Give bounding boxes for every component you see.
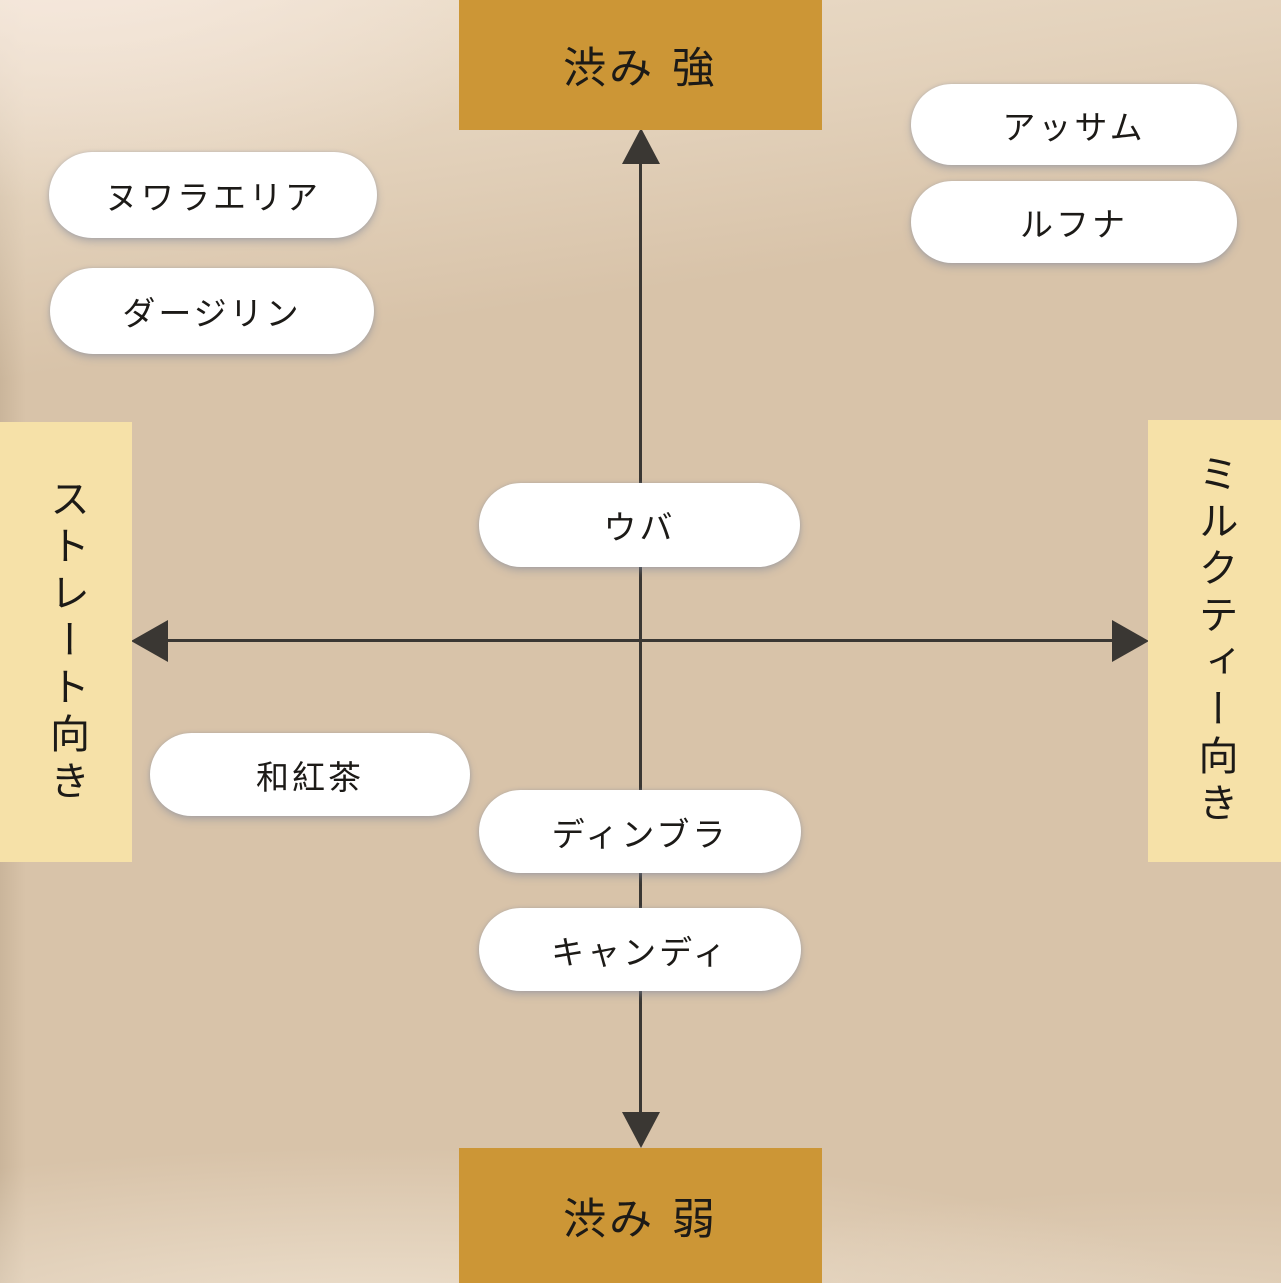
tea-pill-kandy: キャンディ: [479, 908, 801, 991]
tea-pill-dimbula: ディンブラ: [479, 790, 801, 873]
tea-pill-label: 和紅茶: [256, 757, 364, 797]
axis-banner-bottom: 渋み 弱: [459, 1148, 822, 1283]
tea-pill-label: キャンディ: [551, 932, 729, 972]
axis-label-right: ミルクティー向き: [1191, 453, 1238, 829]
axis-label-top: 渋み 強: [563, 44, 718, 94]
axis-label-left: ストレート向き: [43, 477, 89, 807]
tea-pill-label: ルフナ: [1020, 205, 1128, 244]
tea-pill-darjeeling: ダージリン: [50, 268, 374, 354]
tea-pill-label: ディンブラ: [551, 814, 729, 854]
tea-pill-nuwara-eliya: ヌワラエリア: [49, 152, 377, 238]
arrow-left-icon: [131, 620, 168, 662]
tea-pill-label: ヌワラエリア: [105, 178, 321, 217]
tea-pill-ruhuna: ルフナ: [911, 181, 1237, 263]
vertical-axis-line: [639, 152, 642, 1124]
arrow-right-icon: [1112, 620, 1149, 662]
axis-banner-top: 渋み 強: [459, 0, 822, 130]
tea-pill-label: ダージリン: [122, 294, 302, 333]
arrow-down-icon: [622, 1112, 660, 1148]
axis-banner-right: ミルクティー向き: [1148, 420, 1281, 862]
tea-pill-assam: アッサム: [911, 84, 1237, 165]
tea-pill-label: ウバ: [603, 508, 676, 547]
axis-banner-left: ストレート向き: [0, 422, 132, 862]
horizontal-axis-line: [160, 639, 1120, 642]
tea-pill-uva: ウバ: [479, 483, 800, 567]
tea-pill-wakoucha: 和紅茶: [150, 733, 470, 816]
tea-pill-label: アッサム: [1002, 107, 1146, 147]
axis-label-bottom: 渋み 弱: [563, 1194, 718, 1245]
arrow-up-icon: [622, 128, 660, 164]
